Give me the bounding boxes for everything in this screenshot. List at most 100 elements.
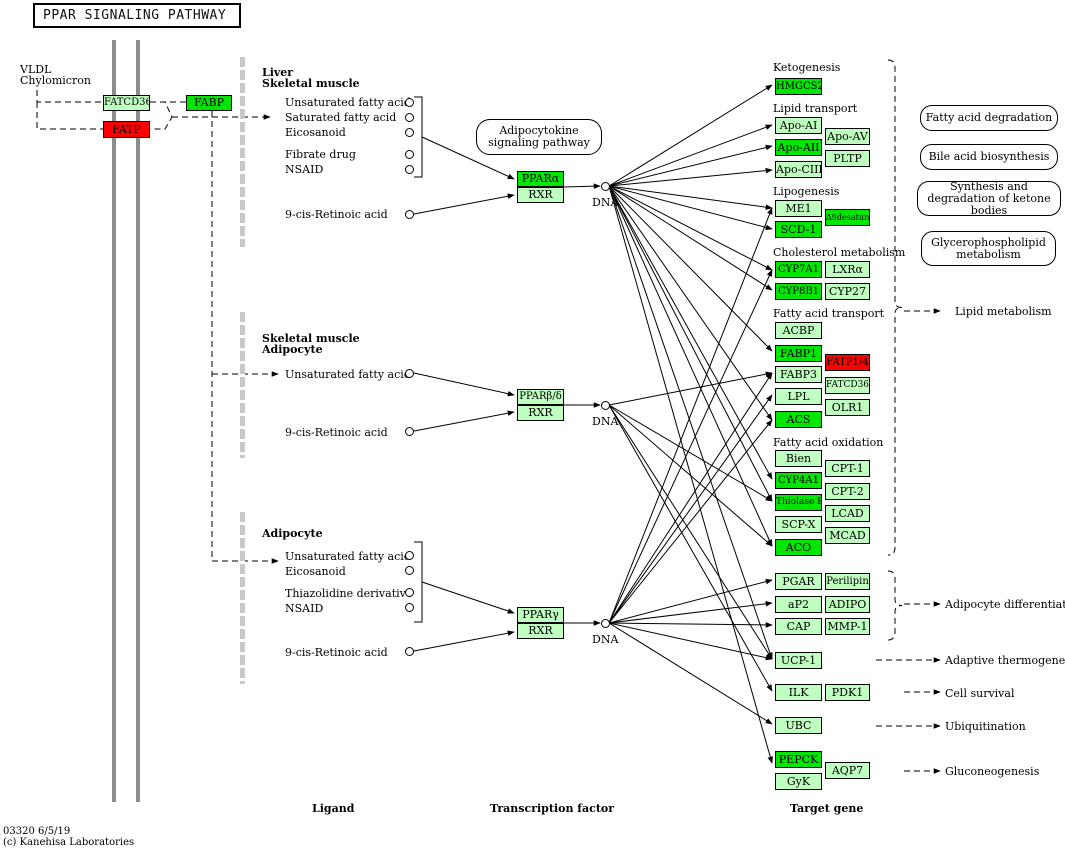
ligand-label: Eicosanoid [285,565,346,578]
pathway-fa-degradation[interactable]: Fatty acid degradation [920,105,1058,131]
delta-target-arrow [608,404,773,692]
compartment-bar-adipocyte [240,512,245,684]
gene-scpx[interactable]: SCP-X [775,516,822,533]
gene-pepck[interactable]: PEPCK [775,751,822,768]
dna-label: DNA [592,196,619,209]
gene-lpl[interactable]: LPL [775,388,822,405]
gene-apoav[interactable]: Apo-AV [825,128,870,145]
gene-ucp1[interactable]: UCP-1 [775,652,822,669]
gene-apoaii[interactable]: Apo-AII [775,139,822,156]
compound-circle[interactable] [405,150,414,159]
ligand-label: Unsaturated fatty acid [285,368,411,381]
gene-pgar[interactable]: PGAR [775,573,822,590]
gene-cpt1[interactable]: CPT-1 [825,460,870,477]
gene-pltp[interactable]: PLTP [825,150,870,167]
outcome-gluconeogenesis: Gluconeogenesis [945,765,1040,778]
gene-apociii[interactable]: Apo-CIII [775,161,822,178]
gene-perilipin[interactable]: Perilipin [825,573,870,590]
gene-cyp7a1[interactable]: CYP7A1 [775,261,822,278]
dna-node[interactable] [601,401,610,410]
gene-olr1[interactable]: OLR1 [825,399,870,416]
gene-aco[interactable]: ACO [775,539,822,556]
compound-circle[interactable] [405,369,414,378]
relation-arrow [413,372,515,397]
ligand-label: Unsaturated fatty acid [285,96,411,109]
ligand-label: Eicosanoid [285,126,346,139]
gene-me1[interactable]: ME1 [775,200,822,217]
gamma-target-arrow [608,372,773,624]
gene-ppar-alpha[interactable]: PPARα [517,171,564,187]
gene-fatcd36-membrane[interactable]: FATCD36 [103,95,150,111]
gene-fabp1[interactable]: FABP1 [775,345,822,362]
vldl-label: VLDL [20,63,52,76]
alpha-target-arrow [608,185,773,764]
gene-ppar-beta-delta[interactable]: PPARβ/δ [517,389,564,405]
dna-node[interactable] [601,182,610,191]
gene-mmp1[interactable]: MMP-1 [825,618,870,635]
gene-fatcd36[interactable]: FATCD36 [825,377,870,394]
compound-circle[interactable] [405,427,414,436]
transporter-link [150,101,173,130]
pathway-ketone-bodies[interactable]: Synthesis and degradation of ketone bodi… [917,180,1061,216]
gene-pdk1[interactable]: PDK1 [825,684,870,701]
compound-circle[interactable] [405,588,414,597]
gene-scd1[interactable]: SCD-1 [775,221,822,238]
gene-cpt2[interactable]: CPT-2 [825,483,870,500]
gene-lxra[interactable]: LXRα [825,261,870,278]
compound-circle[interactable] [405,128,414,137]
compound-circle[interactable] [405,165,414,174]
gene-mcad[interactable]: MCAD [825,527,870,544]
gene-cyp4a1[interactable]: CYP4A1 [775,472,822,489]
gene-delta9-desaturase[interactable]: Δ9desaturase [825,209,870,226]
gene-acs[interactable]: ACS [775,411,822,428]
dna-node[interactable] [601,619,610,628]
pathway-glycerophospholipid[interactable]: Glycerophospholipid metabolism [921,231,1056,266]
pathway-bile-acid[interactable]: Bile acid biosynthesis [920,144,1058,170]
gene-bien[interactable]: Bien [775,450,822,467]
compound-circle[interactable] [405,647,414,656]
gene-aqp7[interactable]: AQP7 [825,762,870,779]
compound-circle[interactable] [405,603,414,612]
gamma-target-arrow [608,600,773,624]
outcome-adipocyte-differentiation: Adipocyte differentiation [945,598,1065,611]
gene-ap2[interactable]: aP2 [775,596,822,613]
gene-acbp[interactable]: ACBP [775,322,822,339]
gene-fatp-membrane[interactable]: FATP [103,121,150,138]
outcome-cell-survival: Cell survival [945,687,1015,700]
gene-ilk[interactable]: ILK [775,684,822,701]
compartment-liver: Liver [262,66,294,79]
compound-circle[interactable] [405,210,414,219]
gene-fabp[interactable]: FABP [186,95,232,111]
group-fa-oxidation: Fatty acid oxidation [773,436,884,449]
gamma-target-arrow [608,622,773,725]
gene-ubc[interactable]: UBC [775,717,822,734]
gene-rxr[interactable]: RXR [517,623,564,639]
gene-fabp3[interactable]: FABP3 [775,366,822,383]
gene-apoa1[interactable]: Apo-AI [775,117,822,134]
gene-cyp27[interactable]: CYP27 [825,283,870,300]
gene-fatp14[interactable]: FATP1/4 [825,354,870,371]
ligand-bracket [414,96,423,178]
compound-circle[interactable] [405,98,414,107]
pathway-adipocytokine[interactable]: Adipocytokine signaling pathway [476,119,602,155]
alpha-target-arrow [608,185,773,291]
gene-adipo[interactable]: ADIPO [825,596,870,613]
ligand-bracket [414,541,423,623]
gene-rxr[interactable]: RXR [517,405,564,421]
compound-circle[interactable] [405,566,414,575]
gene-thiolase-b[interactable]: Thiolase B [775,494,822,511]
gamma-target-arrow [608,394,773,624]
compartment-adipocyte: Adipocyte [262,527,323,540]
gene-lcad[interactable]: LCAD [825,505,870,522]
compound-circle[interactable] [405,113,414,122]
compound-circle[interactable] [405,551,414,560]
gene-cap[interactable]: CAP [775,618,822,635]
gene-gyk[interactable]: GyK [775,773,822,790]
gene-ppar-gamma[interactable]: PPARγ [517,607,564,623]
gamma-target-arrow [608,419,773,624]
gene-cyp8b1[interactable]: CYP8B1 [775,283,822,300]
gene-rxr[interactable]: RXR [517,187,564,203]
alpha-target-arrow [608,144,773,187]
gene-hmgcs2[interactable]: HMGCS2 [775,78,822,95]
delta-target-arrow [608,371,773,406]
